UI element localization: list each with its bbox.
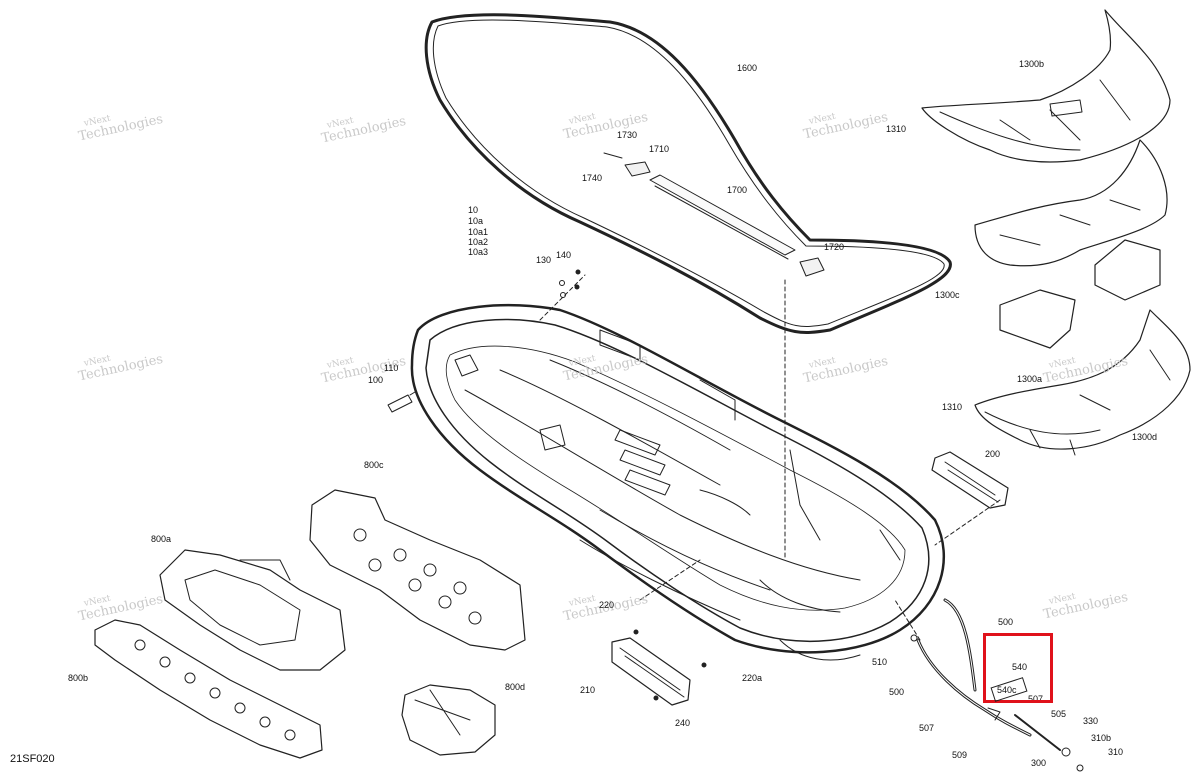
- part-130-140-fasteners: [559, 269, 581, 298]
- part-label[interactable]: 300: [1031, 758, 1047, 768]
- part-1730-screw: [603, 152, 623, 159]
- part-label[interactable]: 1700: [727, 185, 748, 195]
- part-label[interactable]: 130: [536, 255, 552, 265]
- part-label[interactable]: 100: [368, 375, 384, 385]
- part-200-grille: [931, 451, 1009, 509]
- part-label[interactable]: 800c: [364, 460, 384, 470]
- part-label[interactable]: 1710: [649, 144, 670, 154]
- part-label[interactable]: 220: [599, 600, 615, 610]
- part-label[interactable]: 310: [1108, 747, 1124, 757]
- part-800b-foam: [94, 619, 323, 759]
- part-800a-foam: [159, 549, 346, 671]
- part-label[interactable]: 330: [1083, 716, 1099, 726]
- part-1300a-tray: [974, 309, 1191, 456]
- part-label[interactable]: 1310: [886, 124, 907, 134]
- part-label[interactable]: 800a: [151, 534, 172, 544]
- part-label[interactable]: 110: [384, 363, 399, 373]
- part-1710-clip: [624, 161, 651, 177]
- part-label[interactable]: 800b: [68, 673, 89, 683]
- part-label[interactable]: 210: [580, 685, 596, 695]
- part-label[interactable]: 240: [675, 718, 691, 728]
- part-label[interactable]: 1300c: [935, 290, 960, 300]
- part-label[interactable]: 10: [468, 205, 479, 215]
- part-label[interactable]: 10a2: [468, 237, 489, 247]
- part-1300b-tray: [921, 9, 1171, 163]
- part-label[interactable]: 1300a: [1017, 374, 1043, 384]
- part-1300c-tray: [974, 139, 1168, 349]
- highlight-box-540: [983, 633, 1053, 703]
- part-800c-foam: [309, 489, 526, 651]
- part-1600-seal-ring: [424, 13, 952, 334]
- part-label[interactable]: 507: [919, 723, 935, 733]
- hull-body: [410, 303, 945, 661]
- part-label[interactable]: 1740: [582, 173, 603, 183]
- part-label[interactable]: 509: [952, 750, 968, 760]
- part-800d-foam: [401, 684, 496, 756]
- part-label[interactable]: 1300b: [1019, 59, 1045, 69]
- part-100-110-pin: [387, 391, 416, 413]
- part-label[interactable]: 200: [985, 449, 1001, 459]
- part-label[interactable]: 540: [1012, 662, 1028, 672]
- part-label[interactable]: 10a3: [468, 247, 489, 257]
- part-label[interactable]: 1300d: [1132, 432, 1158, 442]
- part-label[interactable]: 140: [556, 250, 572, 260]
- part-label[interactable]: 1720: [824, 242, 845, 252]
- part-label[interactable]: 1310: [942, 402, 963, 412]
- part-label[interactable]: 220a: [742, 673, 763, 683]
- part-label[interactable]: 800d: [505, 682, 526, 692]
- part-label[interactable]: 310b: [1091, 733, 1112, 743]
- part-label[interactable]: 507: [1028, 694, 1044, 704]
- part-1700-rail: [649, 174, 796, 260]
- part-label[interactable]: 500: [889, 687, 905, 697]
- part-500-hoses: [910, 598, 1084, 772]
- diagram-code: 21SF020: [10, 753, 55, 765]
- part-label[interactable]: 540c: [997, 685, 1017, 695]
- part-label[interactable]: 510: [872, 657, 888, 667]
- part-label[interactable]: 1600: [737, 63, 758, 73]
- part-label[interactable]: 505: [1051, 709, 1067, 719]
- part-label[interactable]: 10a1: [468, 227, 489, 237]
- part-label[interactable]: 500: [998, 617, 1014, 627]
- part-1720-clip: [799, 257, 825, 277]
- part-210-plate: [611, 629, 707, 706]
- part-label[interactable]: 10a: [468, 216, 484, 226]
- part-label[interactable]: 1730: [617, 130, 638, 140]
